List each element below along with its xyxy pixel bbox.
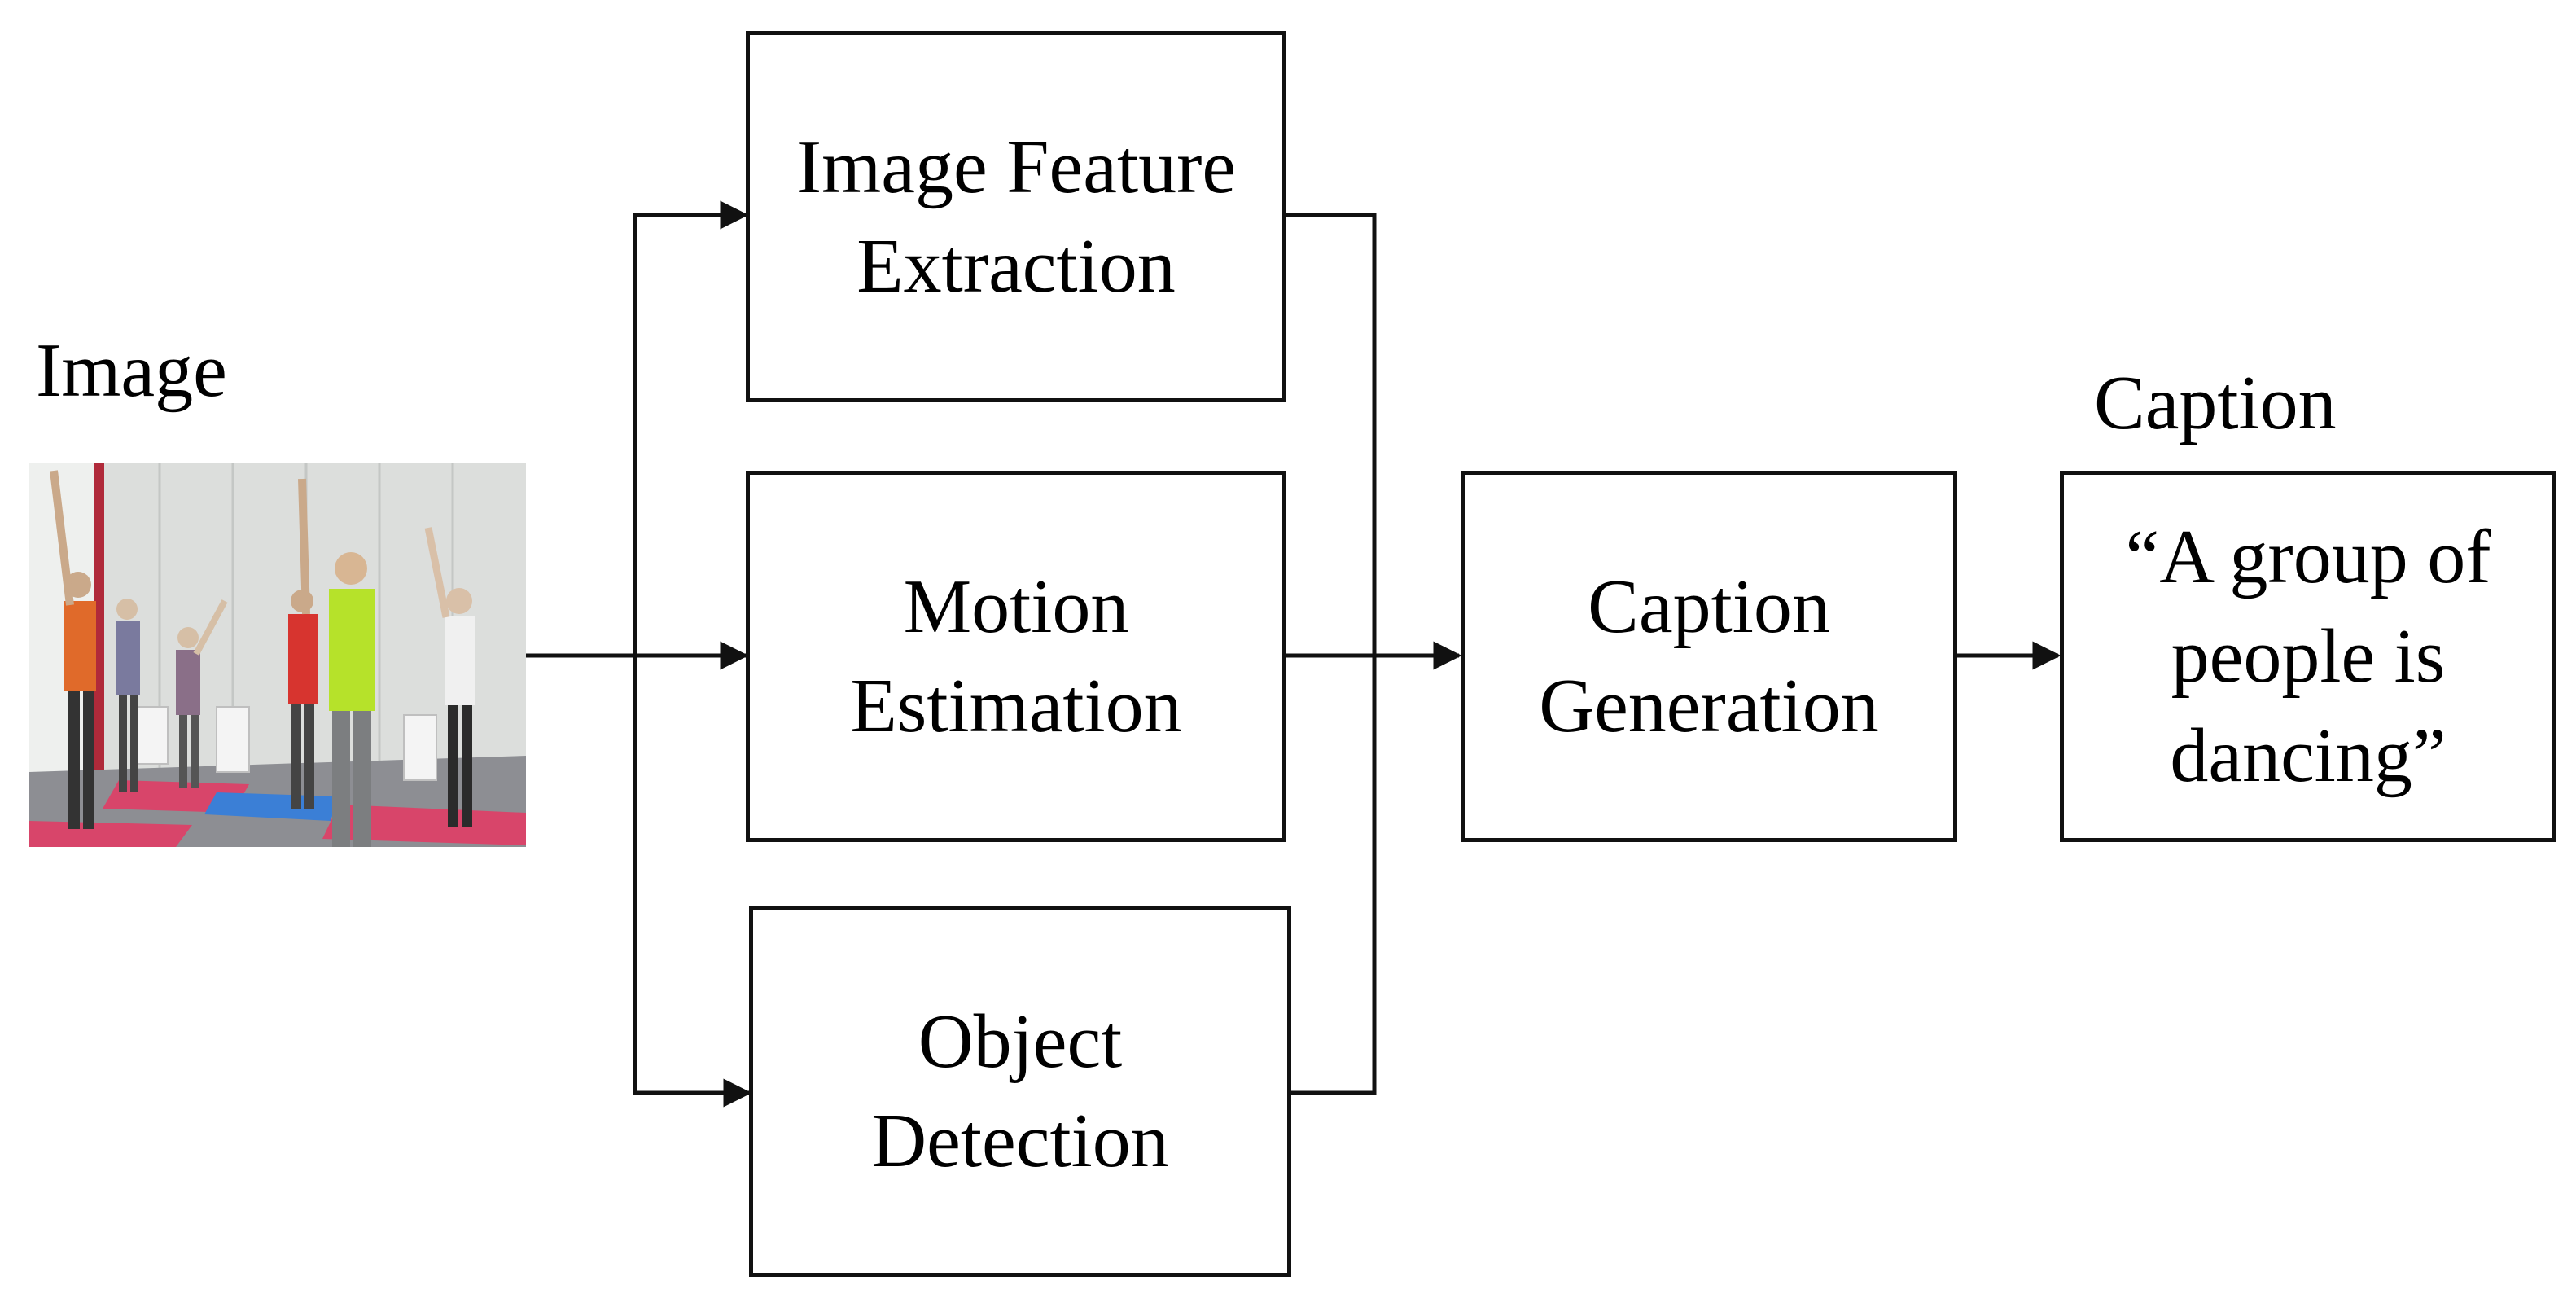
motion-estimation-line-1: Motion (903, 564, 1129, 649)
group-exercise-photo (29, 463, 526, 847)
image-feature-extraction-box: Image Feature Extraction (746, 31, 1286, 402)
caption-output-box: “A group of people is dancing” (2060, 471, 2556, 842)
object-detection-line-2: Detection (871, 1099, 1169, 1183)
object-detection-box: Object Detection (749, 906, 1291, 1277)
caption-generation-line-1: Caption (1588, 564, 1830, 649)
object-detection-line-1: Object (918, 999, 1123, 1084)
image-feature-extraction-line-1: Image Feature (795, 125, 1237, 209)
motion-estimation-box: Motion Estimation (746, 471, 1286, 842)
caption-label: Caption (2094, 361, 2337, 445)
caption-output-line-2: people is (2171, 614, 2446, 699)
motion-estimation-line-2: Estimation (850, 664, 1182, 748)
image-label: Image (36, 328, 227, 413)
caption-output-line-3: dancing” (2170, 713, 2447, 798)
caption-generation-box: Caption Generation (1461, 471, 1957, 842)
caption-output-line-1: “A group of (2125, 515, 2491, 599)
image-feature-extraction-line-2: Extraction (856, 224, 1176, 309)
caption-generation-line-2: Generation (1539, 664, 1879, 748)
